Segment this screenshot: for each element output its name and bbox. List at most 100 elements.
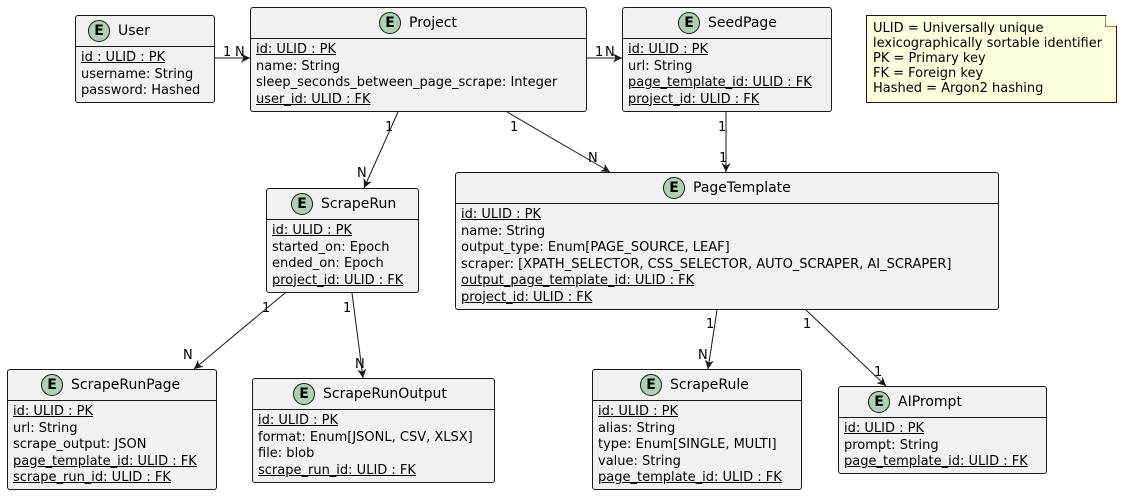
note-line: lexicographically sortable identifier bbox=[873, 36, 1103, 51]
entity-attribute: url: String bbox=[13, 420, 78, 436]
entity-key-attribute: project_id: ULID : FK bbox=[272, 272, 404, 288]
entity-badge-icon: E bbox=[291, 193, 313, 215]
entity-attribute: name: String bbox=[461, 223, 546, 239]
note-line: PK = Primary key bbox=[873, 51, 986, 66]
entity-key-attribute: id: ULID : PK bbox=[256, 42, 336, 57]
cardinality-label: 1 bbox=[874, 365, 882, 380]
entity-key-attribute: output_page_template_id: ULID : FK bbox=[461, 273, 695, 288]
entity-key-attribute: project_id: ULID : FK bbox=[628, 91, 760, 107]
entity-attribute: type: Enum[SINGLE, MULTI] bbox=[598, 437, 777, 452]
entity-key-attribute: scrape_run_id: ULID : FK bbox=[13, 470, 171, 485]
cardinality-label: 1 bbox=[718, 120, 726, 135]
entity-badge-icon: E bbox=[293, 383, 315, 405]
entity-key-attribute: user_id: ULID : FK bbox=[256, 91, 371, 107]
entity-name: ScrapeRun bbox=[321, 196, 397, 212]
entity-key-attribute: scrape_run_id: ULID : FK bbox=[258, 462, 416, 478]
entity-name: SeedPage bbox=[708, 15, 777, 31]
entity-header: E ScrapeRunOutput bbox=[253, 379, 494, 410]
entity-header: E PageTemplate bbox=[456, 173, 998, 204]
entity-key-attribute: id: ULID : PK bbox=[13, 404, 93, 419]
cardinality-label: 1 bbox=[803, 317, 811, 332]
note-line: Hashed = Argon2 hashing bbox=[873, 81, 1044, 96]
entity-badge-icon: E bbox=[868, 391, 890, 413]
note-line: FK = Foreign key bbox=[873, 66, 984, 81]
cardinality-label: N bbox=[357, 166, 367, 181]
relation-project-pagetemplate bbox=[506, 111, 611, 173]
entity-attribute: output_type: Enum[PAGE_SOURCE, LEAF] bbox=[461, 240, 730, 255]
entity-attribute: password: Hashed bbox=[81, 83, 201, 98]
entity-key-attribute: id: ULID : PK bbox=[628, 42, 708, 57]
entity-attribute: sleep_seconds_between_page_scrape: Integ… bbox=[256, 75, 558, 90]
entity-attribute: alias: String bbox=[598, 420, 676, 436]
cardinality-label: 1 bbox=[385, 120, 393, 135]
entity-header: E ScrapeRun bbox=[267, 189, 418, 220]
cardinality-label: N bbox=[605, 45, 615, 60]
entity-attribute: prompt: String bbox=[844, 437, 939, 453]
entity-attribute: username: String bbox=[81, 66, 194, 82]
entity-attribute: started_on: Epoch bbox=[272, 239, 390, 255]
entity-key-attribute: id: ULID : PK bbox=[272, 223, 352, 238]
entity-name: ScrapeRunPage bbox=[71, 377, 181, 393]
entity-key-attribute: id: ULID : PK bbox=[598, 404, 678, 419]
cardinality-label: 1 bbox=[595, 45, 603, 60]
entity-attribute: ended_on: Epoch bbox=[272, 256, 384, 271]
entity-attribute: name: String bbox=[256, 58, 341, 74]
entity-name: User bbox=[118, 23, 150, 39]
entity-badge-icon: E bbox=[678, 12, 700, 34]
entity-key-attribute: page_template_id: ULID : FK bbox=[628, 75, 812, 90]
entity-badge-icon: E bbox=[41, 374, 63, 396]
entity-key-attribute: id: ULID : PK bbox=[258, 413, 338, 428]
cardinality-label: N bbox=[698, 348, 708, 363]
entity-badge-icon: E bbox=[88, 20, 110, 42]
entity-key-attribute: id : ULID : PK bbox=[81, 50, 166, 65]
entity-header: E User bbox=[76, 16, 214, 47]
cardinality-label: 1 bbox=[510, 120, 518, 135]
entity-attribute: url: String bbox=[628, 58, 693, 74]
entity-badge-icon: E bbox=[640, 374, 662, 396]
relation-pagetemplate-aiprompt bbox=[805, 309, 887, 387]
cardinality-label: 1 bbox=[706, 317, 714, 332]
note-fold-icon bbox=[1105, 16, 1116, 27]
entity-key-attribute: page_template_id: ULID : FK bbox=[598, 470, 782, 485]
relation-project-scraperun bbox=[363, 111, 399, 189]
entity-key-attribute: page_template_id: ULID : FK bbox=[13, 453, 197, 469]
entity-header: E ScrapeRunPage bbox=[8, 370, 216, 401]
relation-pagetemplate-scraperule bbox=[704, 309, 718, 370]
entity-key-attribute: id: ULID : PK bbox=[844, 421, 924, 436]
entity-name: Project bbox=[409, 15, 457, 31]
cardinality-label: N bbox=[183, 348, 193, 363]
entity-key-attribute: project_id: ULID : FK bbox=[461, 289, 593, 305]
note-line: ULID = Universally unique bbox=[873, 21, 1044, 36]
entity-header: E ScrapeRule bbox=[593, 370, 801, 401]
entity-badge-icon: E bbox=[663, 177, 685, 199]
relation-scraperun-scraperunpage bbox=[193, 292, 286, 370]
legend-note: ULID = Universally unique lexicographica… bbox=[866, 15, 1117, 103]
entity-header: E SeedPage bbox=[623, 8, 831, 39]
entity-name: PageTemplate bbox=[693, 180, 791, 196]
entity-attribute: value: String bbox=[598, 453, 681, 469]
entity-attribute: scrape_output: JSON bbox=[13, 437, 147, 452]
entity-name: ScrapeRule bbox=[670, 377, 749, 393]
entity-name: ScrapeRunOutput bbox=[323, 386, 447, 402]
cardinality-label: 1 bbox=[343, 301, 351, 316]
entity-attribute: scraper: [XPATH_SELECTOR, CSS_SELECTOR, … bbox=[461, 256, 952, 272]
relation-scraperun-scraperunoutput bbox=[351, 292, 367, 379]
cardinality-label: 1 bbox=[719, 151, 727, 166]
